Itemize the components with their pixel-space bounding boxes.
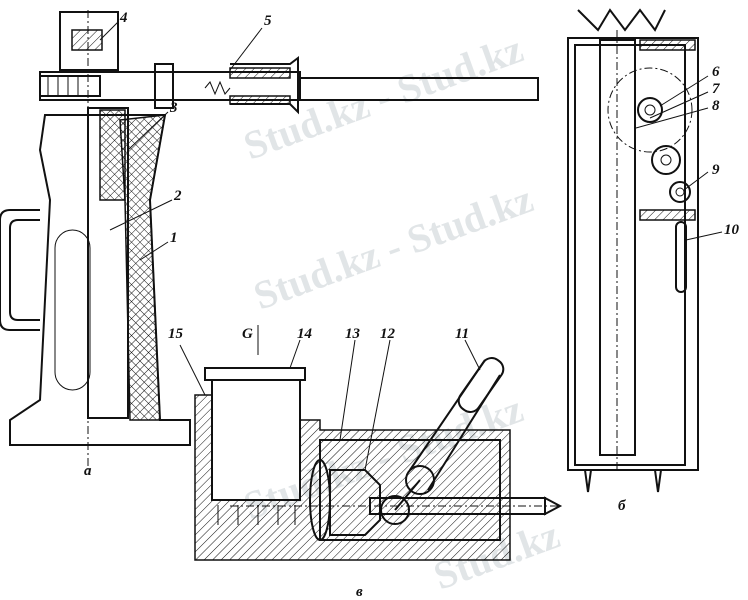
- label-9: 9: [712, 162, 720, 178]
- label-3: 3: [169, 100, 178, 116]
- caption-a: а: [84, 463, 92, 479]
- label-8: 8: [712, 98, 720, 114]
- leader-lines: [99, 21, 723, 471]
- label-4: 4: [119, 10, 128, 26]
- hydraulic-jack-figure-v: [194, 325, 563, 561]
- label-load-G: G: [242, 326, 253, 342]
- label-15: 15: [168, 326, 184, 342]
- label-10: 10: [724, 222, 740, 238]
- label-12: 12: [380, 326, 396, 342]
- label-1: 1: [170, 230, 178, 246]
- caption-b: б: [618, 498, 626, 514]
- label-11: 11: [455, 326, 469, 342]
- label-5: 5: [264, 13, 272, 29]
- label-7: 7: [712, 81, 720, 97]
- caption-v: в: [356, 584, 363, 600]
- label-2: 2: [173, 188, 182, 204]
- label-13: 13: [345, 326, 361, 342]
- label-14: 14: [297, 326, 313, 342]
- screw-jack-figure-a: [0, 10, 539, 470]
- rack-jack-figure-b: [567, 8, 699, 493]
- watermark: Stud.kz - Stud.kz: [248, 176, 539, 319]
- label-6: 6: [712, 64, 720, 80]
